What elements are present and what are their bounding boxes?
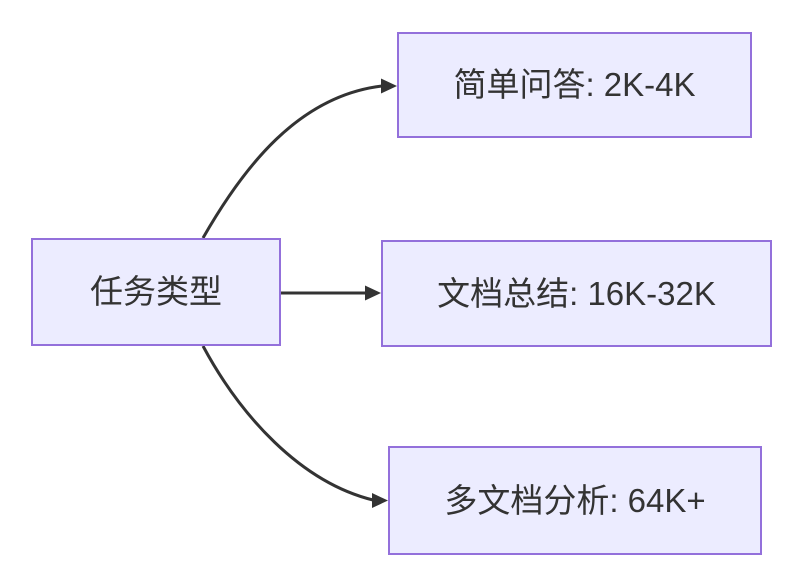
node-task-type: 任务类型 [31,238,281,346]
node-doc-summary-label: 文档总结: 16K-32K [437,274,716,312]
node-simple-qa-label: 简单问答: 2K-4K [453,66,696,104]
node-multi-doc-analysis: 多文档分析: 64K+ [388,446,762,555]
edge-arrowhead-doc-summary [365,285,381,301]
node-simple-qa: 简单问答: 2K-4K [397,32,752,138]
node-task-type-label: 任务类型 [90,273,222,311]
edge-task-type-to-multi-doc-analysis [201,345,374,502]
node-doc-summary: 文档总结: 16K-32K [381,240,772,347]
node-multi-doc-analysis-label: 多文档分析: 64K+ [444,481,706,519]
edge-task-type-to-simple-qa [201,84,383,239]
edge-arrowhead-multi-doc-analysis [372,493,388,508]
edge-arrowhead-simple-qa [381,78,397,94]
